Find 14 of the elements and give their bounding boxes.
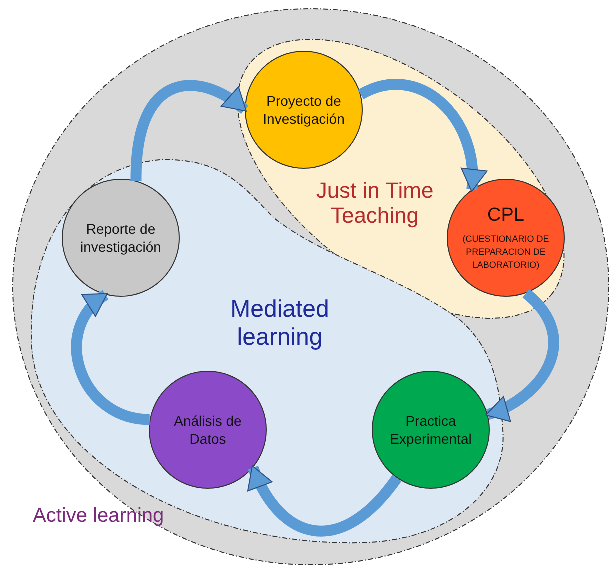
curved-arrow bbox=[130, 80, 248, 182]
curved-arrow bbox=[248, 466, 402, 537]
stage-label: Análisis de Datos bbox=[173, 412, 243, 448]
stage-label: Practica Experimental bbox=[389, 412, 473, 448]
stage-label: Reporte de investigación bbox=[80, 220, 162, 256]
zone-label: Just in Time Teaching bbox=[315, 178, 435, 229]
stage-label: CPL bbox=[488, 204, 524, 228]
curved-arrow bbox=[486, 289, 560, 421]
stage-label: Proyecto de Investigación bbox=[262, 92, 346, 128]
curved-arrow bbox=[358, 79, 486, 192]
stage-subtitle: (CUESTIONARIO DE PREPARACION DE LABORATORIO) bbox=[462, 232, 550, 272]
zone-label: Active learning bbox=[33, 505, 166, 528]
zone-label: Mediated learning bbox=[230, 296, 330, 352]
curved-arrow bbox=[71, 290, 150, 426]
